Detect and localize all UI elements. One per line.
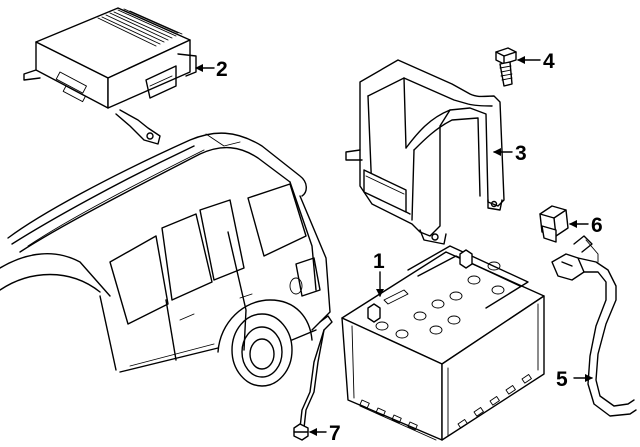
battery xyxy=(341,245,545,441)
callout-4: 4 xyxy=(543,50,555,73)
battery-bracket xyxy=(345,59,505,245)
negative-cable xyxy=(551,235,637,417)
callout-7: 7 xyxy=(329,422,341,445)
callout-2: 2 xyxy=(216,58,228,81)
bolt xyxy=(495,47,517,87)
hold-down-rod xyxy=(293,315,333,441)
control-module xyxy=(23,7,197,145)
callout-labels: 2 4 3 1 6 5 7 xyxy=(216,50,603,445)
vehicle-outline xyxy=(0,132,331,387)
callout-6: 6 xyxy=(591,214,603,237)
callout-5: 5 xyxy=(556,368,568,391)
callout-leaders xyxy=(195,56,593,436)
callout-1: 1 xyxy=(373,250,385,273)
terminal-nut xyxy=(539,205,569,243)
callout-3: 3 xyxy=(515,142,527,165)
